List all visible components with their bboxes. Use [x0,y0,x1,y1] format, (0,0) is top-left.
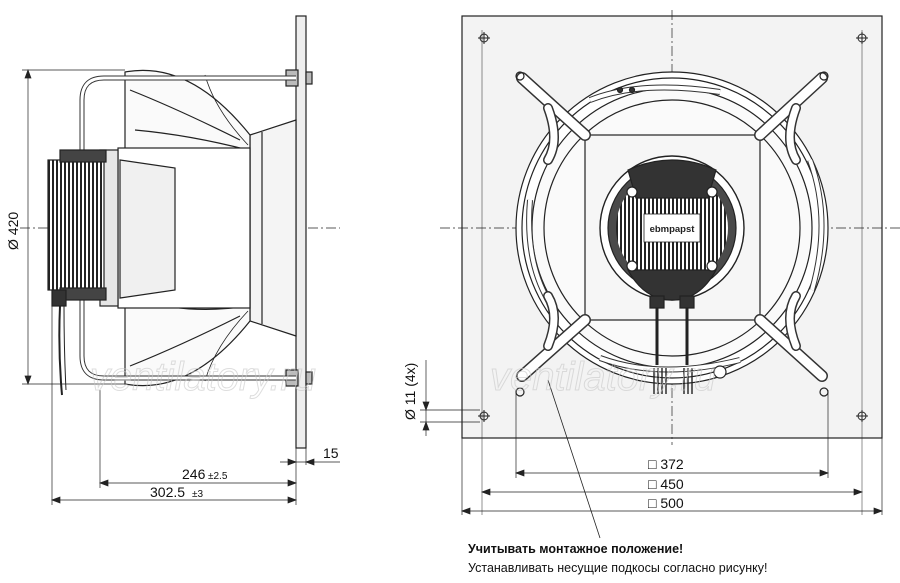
plate-holes [478,32,868,422]
mounting-note-title: Учитывать монтажное положение! [468,542,684,556]
depth-302-dimension: 302.5 [150,484,185,500]
flange-thickness-dimension: 15 [323,445,339,461]
front-view [440,10,900,515]
depth-246-tolerance: ±2.5 [208,471,228,482]
diameter-dimension: Ø 420 [5,212,21,250]
mounting-note-text: Устанавливать несущие подкосы согласно р… [468,561,768,575]
electronics-housing [47,159,105,291]
brand-label: ebmpapst [650,224,696,235]
cable-gland [51,289,67,307]
watermark-left: ventilatory.ru [90,355,316,399]
cable [58,305,63,396]
side-view [20,15,340,449]
hole-dimension: Ø 11 (4x) [402,363,418,420]
depth-246-dimension: 246 [182,466,206,482]
square-372-dimension: □ 372 [648,456,684,472]
diagonal-struts [516,72,828,382]
square-450-dimension: □ 450 [648,476,684,492]
front-dimensions [420,360,883,539]
depth-302-tolerance: ±3 [192,489,203,500]
side-dimensions [22,69,340,505]
square-500-dimension: □ 500 [648,495,684,511]
watermark-right: ventilatory.ru [490,355,716,399]
